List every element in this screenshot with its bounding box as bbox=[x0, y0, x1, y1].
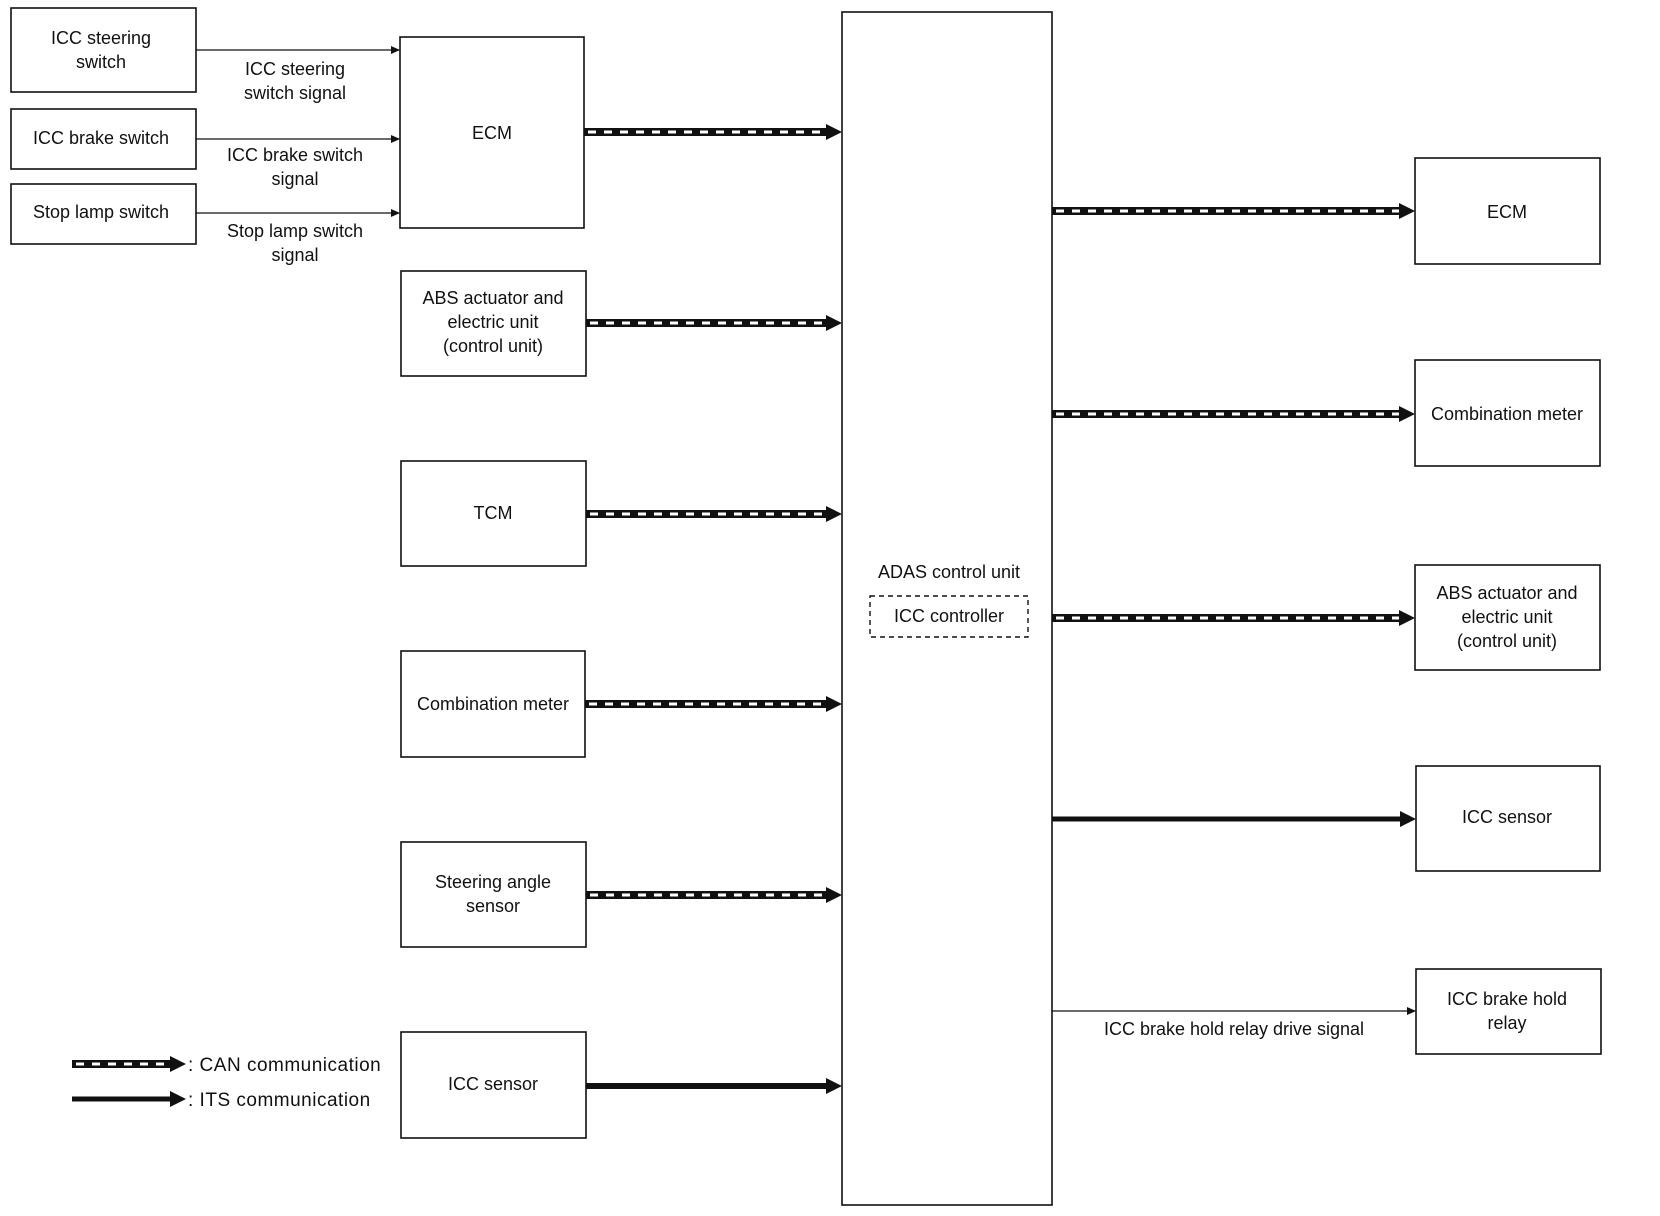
input-tcm-box: TCM bbox=[400, 460, 587, 567]
legend-its bbox=[72, 1091, 186, 1107]
output-combination-meter-box: Combination meter bbox=[1414, 359, 1601, 467]
label-line: ABS actuator and bbox=[422, 288, 563, 308]
legend-can bbox=[72, 1056, 186, 1072]
label-line: ICC controller bbox=[894, 606, 1004, 626]
legend-can-label: : CAN communication bbox=[188, 1055, 381, 1076]
output-abs-actuator-box: ABS actuator and electric unit (control un… bbox=[1414, 564, 1601, 671]
label-line: signal bbox=[271, 245, 318, 265]
label-line: ICC sensor bbox=[1462, 807, 1552, 827]
legend-its-label: : ITS communication bbox=[188, 1090, 371, 1111]
can-arrow-ecm-to-adas bbox=[584, 124, 842, 140]
its-arrow-icc-sensor-to-adas bbox=[586, 1078, 842, 1094]
icc-controller-label: ICC controller bbox=[894, 606, 1004, 626]
output-icc-sensor-box: ICC sensor bbox=[1415, 765, 1601, 872]
icc-steering-switch-box: ICC steering switch bbox=[10, 7, 197, 93]
label-line: ICC sensor bbox=[448, 1074, 538, 1094]
label-line: signal bbox=[271, 169, 318, 189]
output-ecm-box: ECM bbox=[1414, 157, 1601, 265]
brake-hold-relay-drive-signal-label: ICC brake hold relay drive signal bbox=[1104, 1019, 1364, 1039]
label-line: (control unit) bbox=[443, 336, 543, 356]
stop-lamp-switch-signal-label: Stop lamp switch signal bbox=[227, 221, 363, 265]
icc-brake-switch-signal-label: ICC brake switch signal bbox=[227, 145, 363, 189]
label-line: ADAS control unit bbox=[878, 562, 1020, 582]
label-line: ICC brake hold bbox=[1447, 989, 1567, 1009]
output-icc-brake-hold-relay-box: ICC brake hold relay bbox=[1415, 968, 1602, 1055]
label-line: ICC brake hold relay drive signal bbox=[1104, 1019, 1364, 1039]
label-line: ICC brake switch bbox=[227, 145, 363, 165]
label-line: relay bbox=[1487, 1013, 1526, 1033]
label-line: Stop lamp switch bbox=[33, 202, 169, 222]
can-arrow-steering-angle-to-adas bbox=[586, 887, 842, 903]
label-line: switch signal bbox=[244, 83, 346, 103]
label-line: ICC steering bbox=[245, 59, 345, 79]
input-icc-sensor-box: ICC sensor bbox=[400, 1031, 587, 1139]
label-line: ICC steering bbox=[51, 28, 151, 48]
its-arrow-adas-to-icc-sensor bbox=[1052, 811, 1416, 827]
can-arrow-adas-to-ecm bbox=[1052, 203, 1415, 219]
label-line: Combination meter bbox=[417, 694, 569, 714]
label-line: ICC brake switch bbox=[33, 128, 169, 148]
can-arrow-abs-to-adas bbox=[586, 315, 842, 331]
can-arrow-adas-to-meter bbox=[1052, 406, 1415, 422]
stop-lamp-switch-box: Stop lamp switch bbox=[10, 183, 197, 245]
input-ecm-box: ECM bbox=[399, 36, 585, 229]
icc-steering-switch-signal-label: ICC steering switch signal bbox=[244, 59, 346, 103]
label-line: (control unit) bbox=[1457, 631, 1557, 651]
input-abs-actuator-box: ABS actuator and electric unit (control un… bbox=[400, 270, 587, 377]
icc-brake-switch-box: ICC brake switch bbox=[10, 108, 197, 170]
label-line: electric unit bbox=[1461, 607, 1552, 627]
label-line: TCM bbox=[474, 503, 513, 523]
input-combination-meter-box: Combination meter bbox=[400, 650, 586, 758]
can-arrow-meter-to-adas bbox=[585, 696, 842, 712]
label-line: Combination meter bbox=[1431, 404, 1583, 424]
label-line: ABS actuator and bbox=[1436, 583, 1577, 603]
adas-control-unit-box: ADAS control unit bbox=[841, 11, 1053, 1206]
input-steering-angle-sensor-box: Steering angle sensor bbox=[400, 841, 587, 948]
label-line: ECM bbox=[1487, 202, 1527, 222]
label-line: switch bbox=[76, 52, 126, 72]
label-line: electric unit bbox=[447, 312, 538, 332]
label-line: ECM bbox=[472, 123, 512, 143]
label-line: Steering angle bbox=[435, 872, 551, 892]
label-line: Stop lamp switch bbox=[227, 221, 363, 241]
can-arrow-tcm-to-adas bbox=[586, 506, 842, 522]
can-arrow-adas-to-abs bbox=[1052, 610, 1415, 626]
label-line: sensor bbox=[466, 896, 520, 916]
